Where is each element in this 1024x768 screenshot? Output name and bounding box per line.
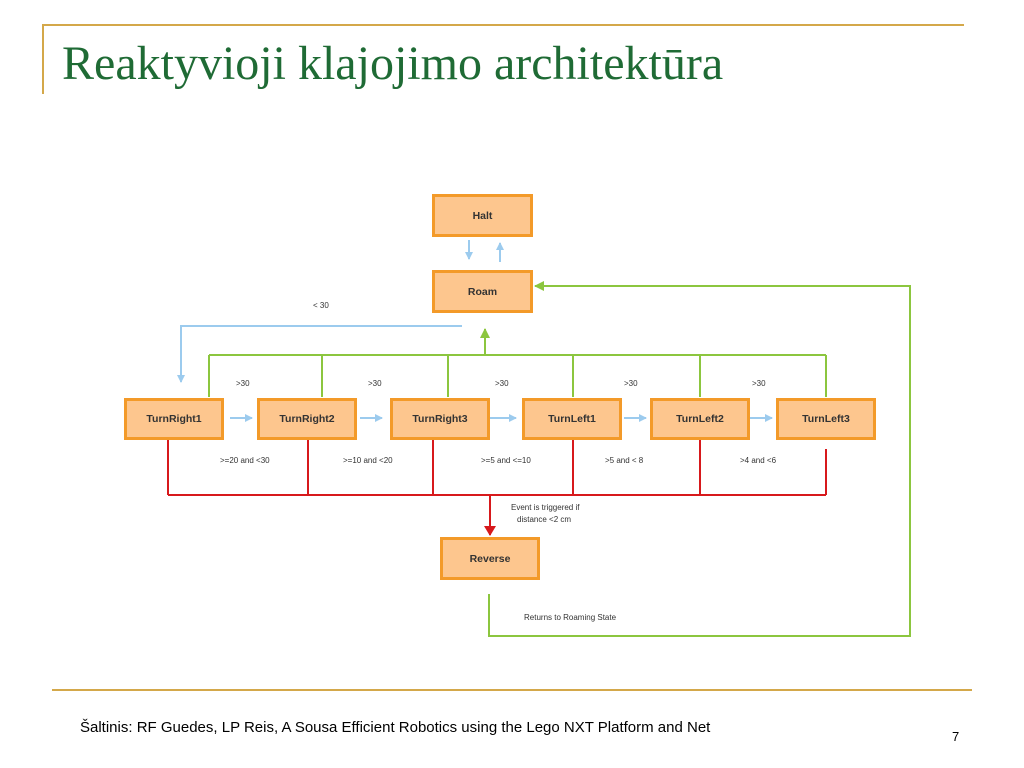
page-number: 7 [952, 729, 960, 744]
label-range-2: >=10 and <20 [343, 456, 393, 465]
label-range-1: >=20 and <30 [220, 456, 270, 465]
label-event-line1: Event is triggered if [511, 503, 580, 512]
label-range-3: >=5 and <=10 [481, 456, 531, 465]
green-return-bus [208, 328, 827, 397]
label-gt30-2: >30 [368, 379, 382, 388]
roam-to-turnright1-arrow [177, 325, 462, 383]
red-emergency-bus [167, 440, 827, 536]
source-citation: Šaltinis: RF Guedes, LP Reis, A Sousa Ef… [80, 719, 711, 736]
node-turnright3: TurnRight3 [390, 398, 490, 440]
node-reverse: Reverse [440, 537, 540, 580]
node-turnleft3: TurnLeft3 [776, 398, 876, 440]
reverse-to-roam-return [488, 281, 911, 637]
label-lt30: < 30 [313, 301, 329, 310]
label-range-4: >5 and < 8 [605, 456, 644, 465]
node-roam: Roam [432, 270, 533, 313]
left-accent-line [42, 24, 44, 94]
node-turnright1: TurnRight1 [124, 398, 224, 440]
label-gt30-3: >30 [495, 379, 509, 388]
label-returns: Returns to Roaming State [524, 613, 617, 622]
label-gt30-5: >30 [752, 379, 766, 388]
node-turnleft2: TurnLeft2 [650, 398, 750, 440]
bottom-accent-line [52, 689, 972, 691]
node-halt: Halt [432, 194, 533, 237]
node-turnleft1: TurnLeft1 [522, 398, 622, 440]
top-accent-line [42, 24, 964, 26]
slide-title: Reaktyvioji klajojimo architektūra [62, 37, 724, 90]
label-gt30-1: >30 [236, 379, 250, 388]
label-event-line2: distance <2 cm [517, 515, 572, 524]
node-turnright2: TurnRight2 [257, 398, 357, 440]
label-gt30-4: >30 [624, 379, 638, 388]
label-range-5: >4 and <6 [740, 456, 777, 465]
